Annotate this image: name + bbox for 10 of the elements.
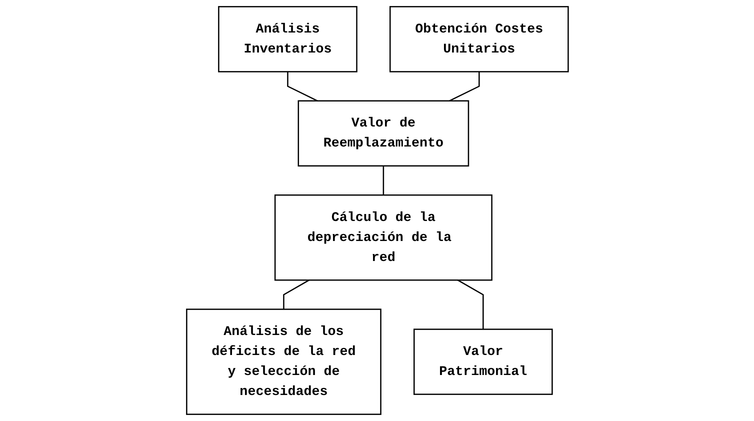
node-box: Análisis de los déficits de la red y selección de necesidades [186,308,381,415]
connector [382,166,384,196]
node-box: Valor Patrimonial [413,328,552,395]
node-box: Obtención Costes Unitarios [389,6,568,72]
node-box: Cálculo de la depreciación de la red [274,194,492,281]
node-box: Valor de Reemplazamiento [297,100,469,167]
connector [448,72,480,102]
connector [282,280,310,310]
node-box: Análisis Inventarios [218,6,357,72]
connector [286,72,318,102]
